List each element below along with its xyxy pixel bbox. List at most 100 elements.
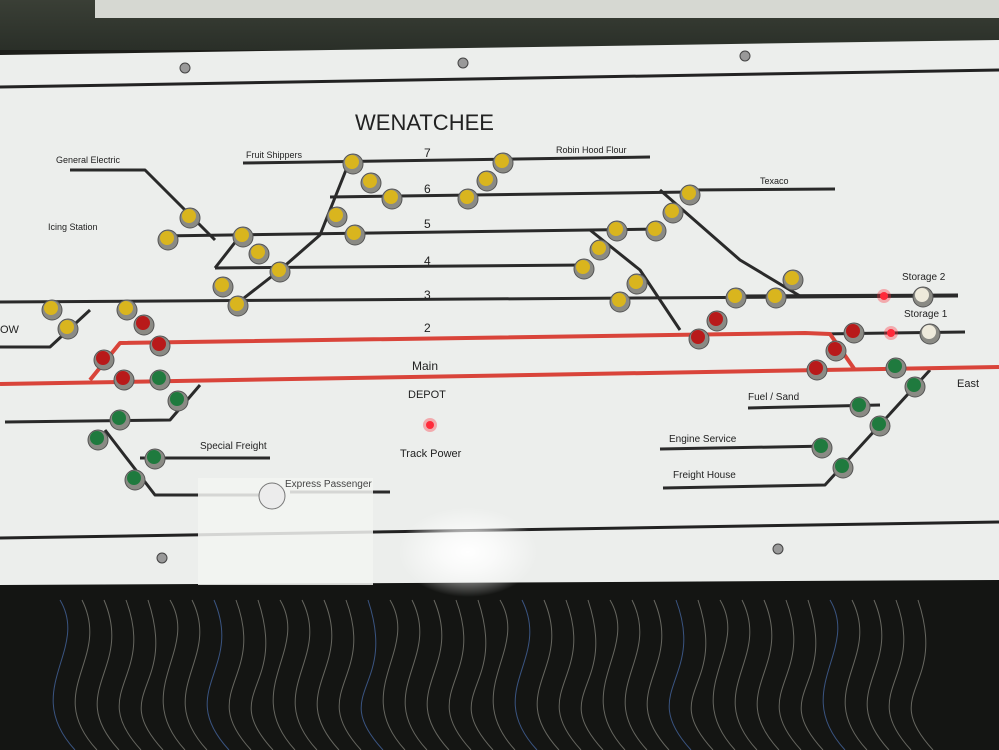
green-switch-button[interactable] — [90, 431, 104, 445]
yellow-switch-button[interactable] — [592, 241, 606, 255]
yellow-switch-button[interactable] — [384, 190, 398, 204]
red-switch-button[interactable] — [846, 324, 860, 338]
panel-border-top — [0, 68, 999, 89]
yellow-switch-button[interactable] — [160, 231, 174, 245]
red-switch-button[interactable] — [828, 342, 842, 356]
wire — [118, 599, 142, 750]
green-switch-button[interactable] — [852, 398, 866, 412]
green-switch-button[interactable] — [814, 439, 828, 453]
yellow-switch-button[interactable] — [648, 222, 662, 236]
yellow-switch-button[interactable] — [768, 289, 782, 303]
empty-button-hole — [258, 482, 286, 510]
yellow-switch-button[interactable] — [576, 260, 590, 274]
track-ladder-west — [234, 159, 352, 307]
wire — [206, 599, 230, 750]
wire — [690, 599, 714, 750]
label-texaco: Texaco — [760, 176, 789, 186]
wire — [272, 599, 296, 750]
yellow-switch-button[interactable] — [347, 226, 361, 240]
wire — [228, 599, 252, 750]
wire — [360, 599, 384, 750]
yellow-switch-button[interactable] — [609, 222, 623, 236]
yellow-switch-button[interactable] — [215, 278, 229, 292]
screws — [156, 50, 784, 564]
wire — [910, 599, 934, 750]
wire — [448, 599, 472, 750]
red-switch-button[interactable] — [116, 371, 130, 385]
track-west-lead — [0, 308, 92, 349]
green-switch-button[interactable] — [888, 359, 902, 373]
yellow-switch-button[interactable] — [182, 209, 196, 223]
red-switch-button[interactable] — [709, 312, 723, 326]
wire — [316, 599, 340, 750]
wire — [624, 599, 648, 750]
yellow-switch-button[interactable] — [460, 190, 474, 204]
green-switch-button[interactable] — [112, 411, 126, 425]
green-switch-button[interactable] — [872, 417, 886, 431]
label-icing-station: Icing Station — [48, 222, 98, 232]
red-led-indicator — [880, 292, 888, 300]
yellow-switch-button[interactable] — [251, 245, 265, 259]
yellow-switch-button[interactable] — [44, 301, 58, 315]
yellow-switch-button[interactable] — [665, 204, 679, 218]
wire — [866, 599, 890, 750]
wire — [338, 599, 362, 750]
wire — [756, 599, 780, 750]
wire — [74, 599, 98, 750]
upper-panel-edge — [95, 0, 999, 18]
yellow-switch-button[interactable] — [363, 174, 377, 188]
red-switch-button[interactable] — [96, 351, 110, 365]
red-led-indicator — [887, 329, 895, 337]
screw-icon — [739, 50, 751, 62]
wire — [382, 599, 406, 750]
red-switch-button[interactable] — [809, 361, 823, 375]
yellow-switch-button[interactable] — [612, 293, 626, 307]
yellow-switch-button[interactable] — [629, 275, 643, 289]
yellow-switch-button[interactable] — [479, 172, 493, 186]
track-freight-house — [662, 368, 932, 490]
wire — [404, 599, 428, 750]
track-engine-service — [659, 444, 831, 451]
green-switch-button[interactable] — [835, 459, 849, 473]
wire — [250, 599, 274, 750]
yellow-switch-button[interactable] — [728, 289, 742, 303]
wire — [646, 599, 670, 750]
panel-face — [0, 40, 999, 585]
label-robin-hood-flour: Robin Hood Flour — [556, 145, 627, 155]
yellow-switch-button[interactable] — [785, 271, 799, 285]
wire — [294, 599, 318, 750]
green-switch-button[interactable] — [147, 450, 161, 464]
yellow-switch-button[interactable] — [682, 186, 696, 200]
red-switch-button[interactable] — [691, 330, 705, 344]
track-number-2: 2 — [424, 321, 431, 335]
wire — [52, 599, 76, 750]
yellow-switch-button[interactable] — [345, 155, 359, 169]
red-switch-button[interactable] — [136, 316, 150, 330]
white-storage-button[interactable] — [922, 325, 936, 339]
green-switch-button[interactable] — [127, 471, 141, 485]
red-switch-button[interactable] — [152, 337, 166, 351]
label-general-electric: General Electric — [56, 155, 121, 165]
red-led-indicator — [426, 421, 434, 429]
label-engine-service: Engine Service — [669, 434, 737, 445]
yellow-switch-button[interactable] — [329, 208, 343, 222]
wire — [712, 599, 736, 750]
wire — [888, 599, 912, 750]
east-label: East — [957, 378, 979, 390]
green-switch-button[interactable] — [170, 392, 184, 406]
track-number-6: 6 — [424, 182, 431, 196]
wire — [822, 599, 846, 750]
yellow-switch-button[interactable] — [119, 301, 133, 315]
green-switch-button[interactable] — [152, 371, 166, 385]
yellow-switch-button[interactable] — [60, 320, 74, 334]
white-storage-button[interactable] — [915, 288, 929, 302]
green-switch-button[interactable] — [907, 378, 921, 392]
yellow-switch-button[interactable] — [495, 154, 509, 168]
flash-glare — [398, 507, 538, 597]
yellow-switch-button[interactable] — [235, 228, 249, 242]
yellow-switch-button[interactable] — [272, 263, 286, 277]
yellow-switch-button[interactable] — [230, 297, 244, 311]
track-number-7: 7 — [424, 146, 431, 160]
label-fuel-sand: Fuel / Sand — [748, 392, 799, 403]
